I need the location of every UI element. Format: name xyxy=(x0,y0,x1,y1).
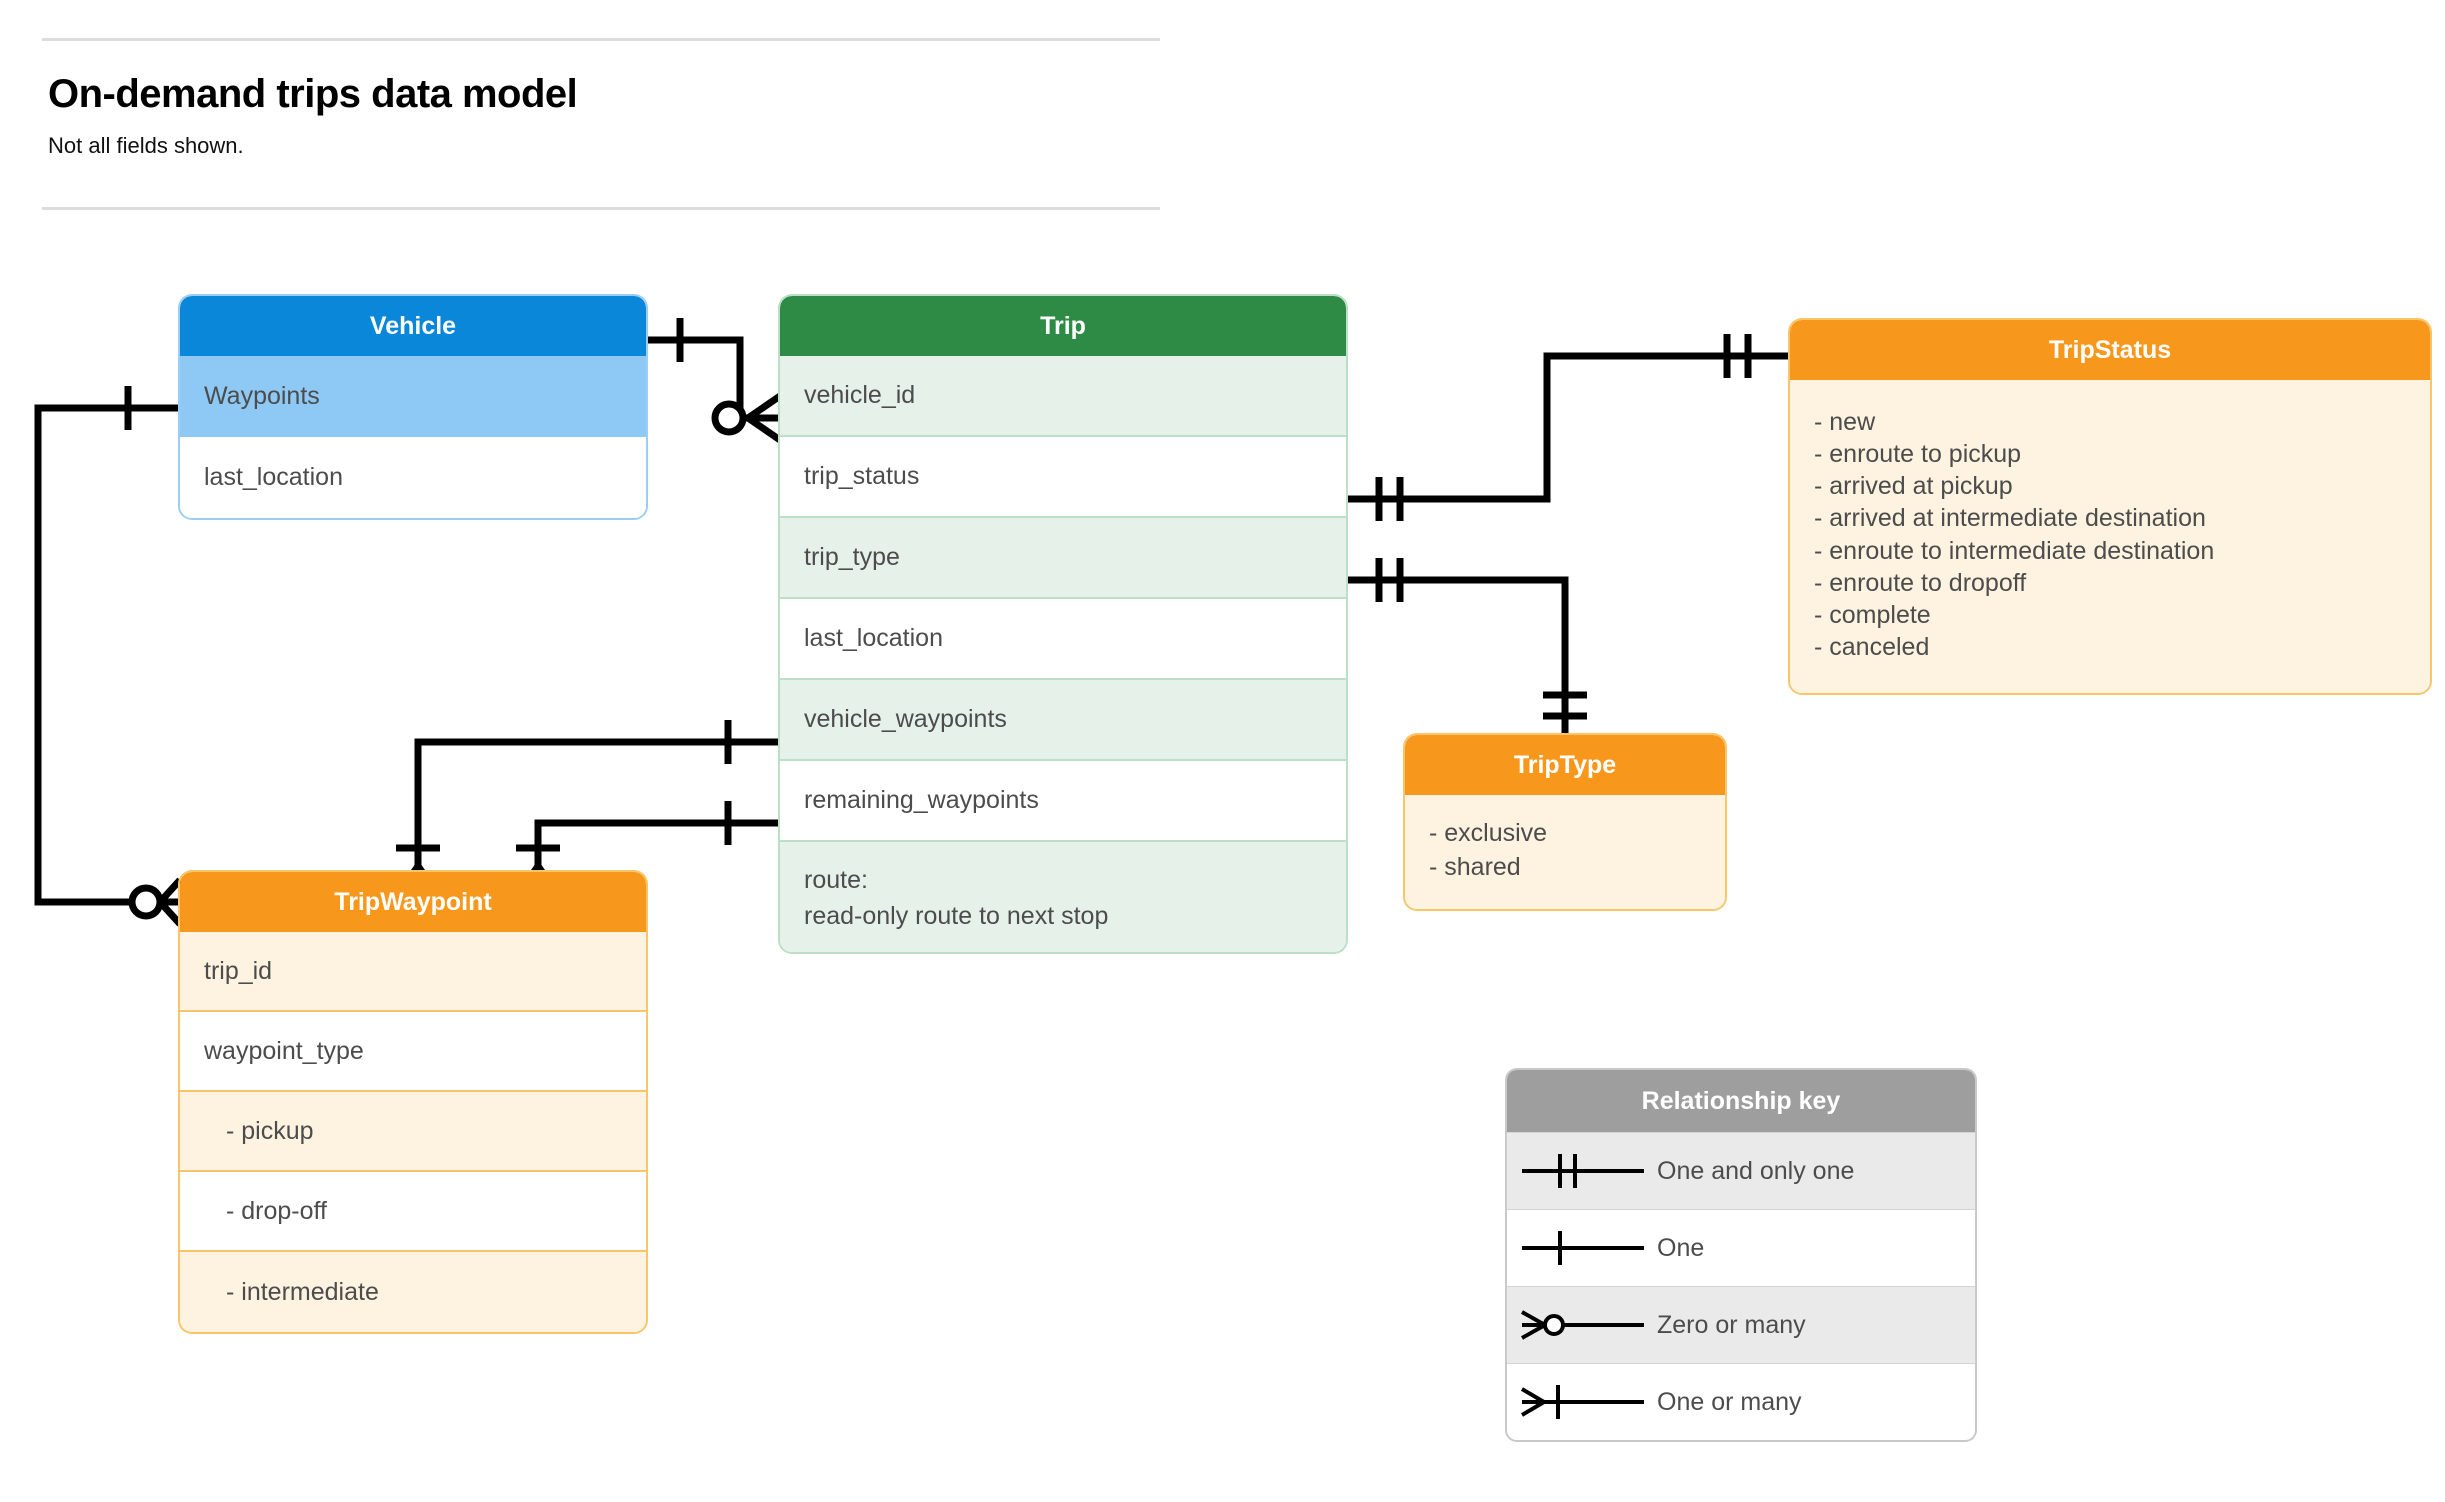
entity-trip-waypoint[interactable]: TripWaypoint trip_id waypoint_type - pic… xyxy=(180,872,646,1332)
field-row-enum[interactable]: - drop-off xyxy=(180,1172,646,1252)
entity-trip-status-title: TripStatus xyxy=(1790,320,2430,380)
field-row[interactable]: Waypoints xyxy=(180,356,646,437)
field-row-enum[interactable]: - intermediate xyxy=(180,1252,646,1332)
entity-trip-type-values: - exclusive - shared xyxy=(1405,795,1725,909)
enum-value: - enroute to dropoff xyxy=(1814,568,2027,597)
enum-value: - arrived at pickup xyxy=(1814,472,2013,501)
field-row[interactable]: vehicle_id xyxy=(780,356,1346,437)
entity-trip-type-title: TripType xyxy=(1405,735,1725,795)
field-row[interactable]: vehicle_waypoints xyxy=(780,680,1346,761)
entity-trip-waypoint-title: TripWaypoint xyxy=(180,872,646,932)
field-row[interactable]: remaining_waypoints xyxy=(780,761,1346,842)
legend-label: One or many xyxy=(1657,1387,1802,1416)
relationship-key-legend: Relationship key One and only one xyxy=(1505,1068,1977,1442)
enum-value: - arrived at intermediate destination xyxy=(1814,504,2206,533)
one-icon xyxy=(1507,1223,1657,1273)
field-row[interactable]: last_location xyxy=(780,599,1346,680)
field-row[interactable]: trip_id xyxy=(180,932,646,1012)
legend-title: Relationship key xyxy=(1507,1070,1975,1132)
field-label: route: xyxy=(804,865,868,894)
entity-vehicle[interactable]: Vehicle Waypoints last_location xyxy=(180,296,646,518)
field-description: read-only route to next stop xyxy=(804,902,1109,930)
entity-vehicle-fields: Waypoints last_location xyxy=(180,356,646,518)
legend-row: One and only one xyxy=(1507,1132,1975,1209)
page-subtitle: Not all fields shown. xyxy=(48,133,244,158)
enum-value: - enroute to intermediate destination xyxy=(1814,536,2215,565)
legend-label: Zero or many xyxy=(1657,1310,1806,1339)
entity-trip-type[interactable]: TripType - exclusive - shared xyxy=(1405,735,1725,909)
zero-or-many-icon xyxy=(1507,1300,1657,1350)
enum-value: - new xyxy=(1814,408,1876,436)
field-row[interactable]: last_location xyxy=(180,437,646,518)
enum-value: - complete xyxy=(1814,600,1931,629)
divider-bottom xyxy=(42,207,1160,210)
entity-vehicle-title: Vehicle xyxy=(180,296,646,356)
entity-trip-title: Trip xyxy=(780,296,1346,356)
entity-trip[interactable]: Trip vehicle_id trip_status trip_type la… xyxy=(780,296,1346,952)
legend-label: One and only one xyxy=(1657,1156,1855,1185)
legend-row: One xyxy=(1507,1209,1975,1286)
entity-trip-fields: vehicle_id trip_status trip_type last_lo… xyxy=(780,356,1346,952)
entity-trip-waypoint-fields: trip_id waypoint_type - pickup - drop-of… xyxy=(180,932,646,1332)
legend-label: One xyxy=(1657,1233,1705,1262)
legend-row: One or many xyxy=(1507,1363,1975,1440)
page-title: On-demand trips data model xyxy=(48,72,578,116)
one-or-many-icon xyxy=(1507,1377,1657,1427)
enum-value: - shared xyxy=(1429,852,1521,881)
enum-value: - exclusive xyxy=(1429,819,1548,847)
field-row[interactable]: trip_status xyxy=(780,437,1346,518)
enum-value: - enroute to pickup xyxy=(1814,440,2022,469)
divider-top xyxy=(42,38,1160,41)
entity-trip-status[interactable]: TripStatus - new - enroute to pickup - a… xyxy=(1790,320,2430,693)
field-row[interactable]: waypoint_type xyxy=(180,1012,646,1092)
field-row-route[interactable]: route: read-only route to next stop xyxy=(780,842,1346,952)
enum-value: - canceled xyxy=(1814,632,1930,661)
entity-trip-status-values: - new - enroute to pickup - arrived at p… xyxy=(1790,380,2430,693)
one-and-only-one-icon xyxy=(1507,1146,1657,1196)
legend-row: Zero or many xyxy=(1507,1286,1975,1363)
field-row-enum[interactable]: - pickup xyxy=(180,1092,646,1172)
field-row[interactable]: trip_type xyxy=(780,518,1346,599)
